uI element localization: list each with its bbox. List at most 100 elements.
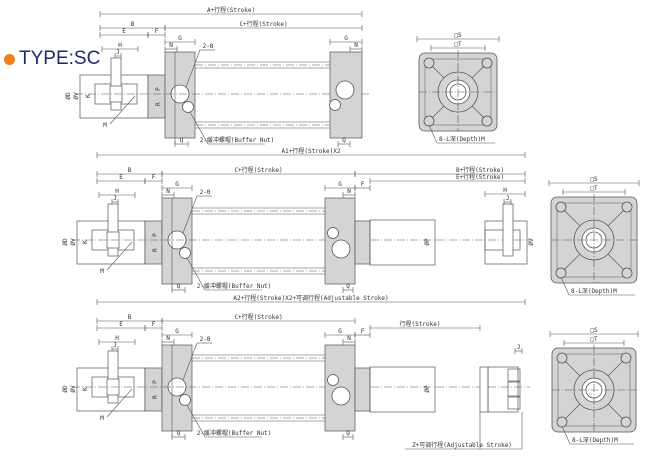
lock-nut <box>107 350 119 404</box>
dim-v: ØV <box>73 92 80 100</box>
dim-r: R <box>152 248 159 252</box>
type-title: TYPE:SC <box>19 48 101 69</box>
rear-cover <box>354 367 371 412</box>
mounting-hole-icon <box>556 352 568 364</box>
dim-b: B <box>128 314 132 321</box>
dim-q: Q <box>180 137 184 144</box>
label-depth: 8-L深(Depth)M <box>571 287 617 295</box>
dim-f: F <box>155 28 159 35</box>
dim-g: G <box>175 328 179 335</box>
label-depth: 8-L深(Depth)M <box>439 135 485 143</box>
lock-nut <box>107 203 119 257</box>
port-hole <box>335 80 355 100</box>
dim-overall: A+行程(Stroke) <box>207 6 255 14</box>
dim-g: G <box>178 35 182 42</box>
mounting-hole-icon <box>621 267 633 279</box>
dim-s: □S <box>590 327 598 334</box>
web-line <box>431 65 445 79</box>
buffer-nut <box>179 247 191 259</box>
dim-j-right: J <box>517 344 521 351</box>
dim-f: F <box>152 174 156 181</box>
dim-n: N <box>169 42 173 49</box>
adjuster-nut <box>507 368 521 382</box>
dim-overall: A2+行程(Stroke)X2+可调行程(Adjustable Stroke) <box>233 294 388 302</box>
dim-f-rear: F <box>361 328 365 335</box>
dim-n-rear: N <box>354 42 358 49</box>
leader-m <box>109 95 136 125</box>
dim-h: H <box>115 335 119 342</box>
dim-e: E <box>119 174 123 181</box>
leader-m <box>106 241 133 271</box>
web-line <box>563 253 581 271</box>
dim-q: Q <box>177 283 181 290</box>
dim-f: F <box>152 321 156 328</box>
leader-hole <box>182 342 198 381</box>
dim-q-rear: Q <box>342 137 346 144</box>
dim-n: N <box>166 188 170 195</box>
dim-k: K <box>82 240 89 244</box>
dim-r: R <box>152 395 159 399</box>
dim-j-right: J <box>506 195 510 202</box>
label-m: M <box>100 415 104 422</box>
lock-nut <box>110 57 122 111</box>
dim-n: N <box>166 335 170 342</box>
dim-d: ØD <box>65 92 72 100</box>
mounting-hole-icon <box>423 57 435 69</box>
web-line <box>564 403 581 420</box>
leader-hole <box>182 195 198 234</box>
mounting-hole-icon <box>481 115 493 127</box>
leader-depth <box>561 425 571 445</box>
dim-f-rear: F <box>361 181 365 188</box>
piston-rod-end-right <box>484 229 521 251</box>
dim-b: B <box>128 167 132 174</box>
dim-q: Q <box>177 430 181 437</box>
adjuster-nut <box>507 381 521 397</box>
web-line <box>607 403 624 420</box>
dim-j: J <box>113 342 117 349</box>
leader-depth <box>428 124 438 144</box>
dim-v: ØV <box>70 385 77 393</box>
dim-q-rear: Q <box>346 430 350 437</box>
buffer-nut <box>327 227 339 239</box>
adjuster-body <box>487 366 519 413</box>
dim-t: □T <box>590 185 598 192</box>
web-line <box>607 360 624 377</box>
adjuster-nut <box>507 396 521 410</box>
web-line <box>471 65 485 79</box>
rear-cover <box>354 220 371 265</box>
mounting-hole-icon <box>556 416 568 428</box>
dim-k: K <box>85 94 92 98</box>
web-line <box>431 105 445 119</box>
dim-t: □T <box>454 41 462 48</box>
type-label: TYPE:SC <box>4 48 100 70</box>
dim-b-stroke: B+行程(Stroke) <box>456 166 504 174</box>
front-cover <box>147 74 166 119</box>
dim-overall: A1+行程(Stroke)X2 <box>282 147 341 155</box>
buffer-nut <box>182 101 194 113</box>
leader-depth <box>560 276 570 296</box>
dim-c: C+行程(Stroke) <box>234 166 282 174</box>
buffer-nut <box>329 99 341 111</box>
dim-d: ØD <box>62 238 69 246</box>
buffer-nut <box>327 374 339 386</box>
front-cover <box>144 367 163 412</box>
dim-d: ØD <box>62 385 69 393</box>
dim-n-rear: N <box>347 335 351 342</box>
dim-c: C+行程(Stroke) <box>239 20 287 28</box>
dim-g-rear: G <box>338 328 342 335</box>
dim-e: E <box>119 321 123 328</box>
leader-m <box>106 388 133 418</box>
mounting-hole-icon <box>481 57 493 69</box>
dim-s: □S <box>590 176 598 183</box>
dim-b: B <box>131 21 135 28</box>
front-cover <box>144 220 163 265</box>
dim-s: □S <box>454 32 462 39</box>
dim-g-rear: G <box>338 181 342 188</box>
dim-g-rear: G <box>344 35 348 42</box>
web-line <box>471 105 485 119</box>
orange-bullet-icon <box>4 53 15 65</box>
dim-q-rear: Q <box>346 283 350 290</box>
buffer-nut <box>179 394 191 406</box>
web-line <box>607 209 625 227</box>
